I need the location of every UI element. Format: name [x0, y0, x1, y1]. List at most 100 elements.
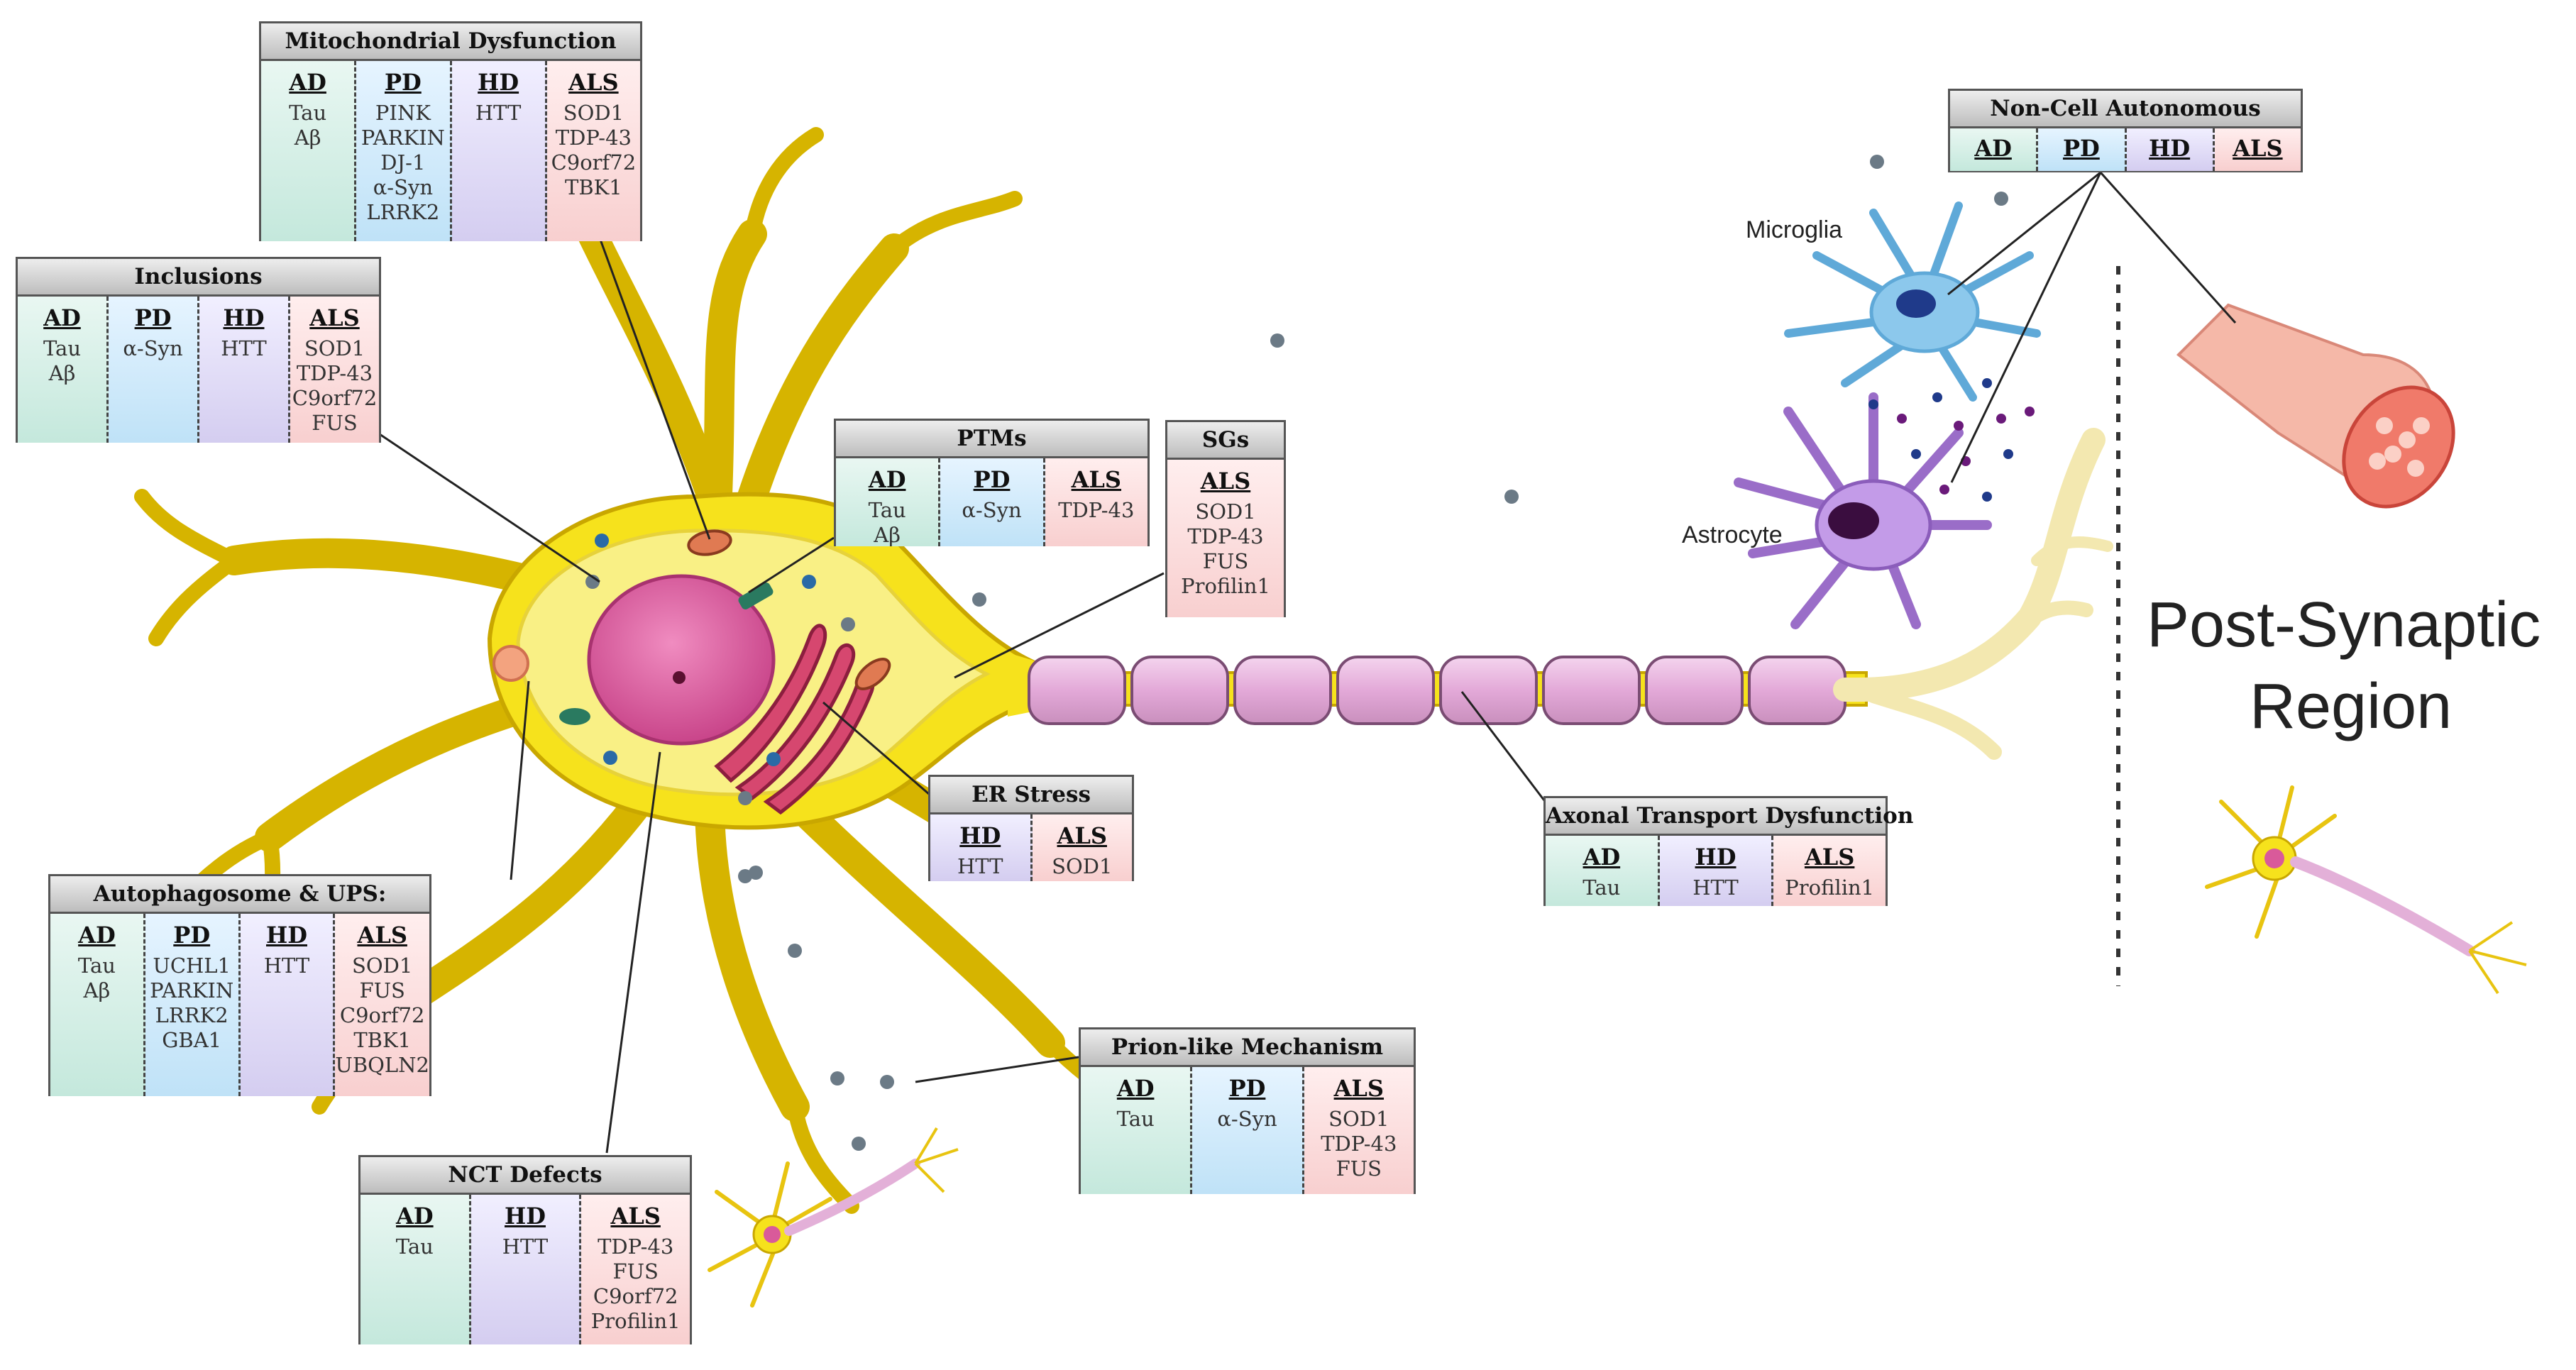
- small-neuron-post-synaptic: [2205, 785, 2527, 995]
- gene-item: FUS: [1202, 549, 1249, 573]
- disease-header: ALS: [309, 304, 360, 331]
- gene-item: TDP-43: [598, 1234, 674, 1259]
- column-als: ALS: [2214, 128, 2301, 171]
- gene-item: LRRK2: [155, 1003, 229, 1027]
- gene-item: HTT: [475, 101, 522, 125]
- gene-item: TDP-43: [555, 126, 632, 150]
- gene-item: HTT: [502, 1234, 549, 1259]
- disease-header: PD: [1228, 1075, 1266, 1102]
- gene-item: TDP-43: [296, 361, 373, 385]
- disease-header: ALS: [1200, 468, 1251, 495]
- gene-item: UCHL1: [153, 954, 231, 978]
- gene-item: Tau: [289, 101, 327, 125]
- gene-item: HTT: [1692, 875, 1739, 900]
- disease-header: AD: [396, 1203, 434, 1230]
- leader-lines: [379, 171, 2237, 1154]
- gene-item: Profilin1: [1181, 574, 1270, 598]
- gene-item: PARKIN: [360, 126, 445, 150]
- gene-item: SOD1: [1195, 499, 1256, 524]
- column-ad: AD Tau: [1081, 1067, 1193, 1194]
- disease-header: AD: [1583, 844, 1621, 871]
- gene-item: SOD1: [563, 101, 624, 125]
- astrocyte-label: Astrocyte: [1682, 521, 1783, 548]
- column-ad: AD Tau: [1546, 836, 1660, 906]
- gene-item: LRRK2: [366, 200, 440, 224]
- organelles: [492, 529, 891, 766]
- gene-item: SOD1: [304, 336, 365, 360]
- protein-aggregates: [585, 155, 2008, 1151]
- small-neuron-nct: [708, 1127, 959, 1308]
- gene-item: UBQLN2: [335, 1053, 430, 1077]
- gene-item: Profilin1: [590, 1309, 681, 1333]
- gene-item: TDP-43: [1058, 498, 1135, 522]
- disease-header: ALS: [1804, 844, 1855, 871]
- column-hd: HD HTT: [470, 1195, 582, 1344]
- gene-item: Aβ: [874, 523, 901, 547]
- disease-header: ALS: [1071, 466, 1122, 493]
- gene-item: Tau: [1583, 875, 1621, 900]
- column-hd: HD: [2126, 128, 2215, 171]
- gene-item: TBK1: [353, 1028, 412, 1052]
- column-pd: PD α-Syn: [1192, 1067, 1304, 1194]
- box-title: Prion-like Mechanism: [1081, 1029, 1414, 1067]
- gene-item: α-Syn: [1217, 1107, 1277, 1131]
- gene-item: Tau: [868, 498, 906, 522]
- box-title: ER Stress: [930, 777, 1132, 814]
- box-title: Non-Cell Autonomous: [1950, 91, 2301, 128]
- axon-terminals: [1833, 428, 2113, 760]
- box-title: NCT Defects: [360, 1157, 690, 1195]
- gene-item: Aβ: [294, 126, 321, 150]
- box-title: PTMs: [836, 421, 1147, 458]
- gene-item: FUS: [1336, 1156, 1382, 1181]
- disease-header: ALS: [610, 1203, 661, 1230]
- disease-header: PD: [384, 69, 422, 96]
- disease-header: PD: [134, 304, 172, 331]
- myelin-sheaths: [1028, 656, 1846, 725]
- gene-item: FUS: [359, 978, 405, 1002]
- gene-item: FUS: [312, 411, 358, 435]
- gene-item: α-Syn: [123, 336, 183, 360]
- gene-item: SOD1: [1328, 1107, 1389, 1131]
- disease-header: HD: [223, 304, 265, 331]
- gene-item: HTT: [263, 954, 310, 978]
- gene-item: Aβ: [83, 978, 111, 1002]
- disease-header: AD: [43, 304, 81, 331]
- disease-header: HD: [505, 1203, 546, 1230]
- gene-item: C9orf72: [551, 150, 637, 175]
- gene-item: Tau: [1116, 1107, 1155, 1131]
- disease-header: PD: [2062, 135, 2100, 162]
- disease-header: ALS: [568, 69, 619, 96]
- gene-item: C9orf72: [292, 386, 378, 410]
- gene-item: Aβ: [48, 361, 76, 385]
- gene-item: TDP-43: [1187, 524, 1264, 548]
- disease-header: AD: [1116, 1075, 1155, 1102]
- gene-item: FUS: [612, 1259, 659, 1283]
- secreted-factors: [1868, 378, 2035, 502]
- disease-header: AD: [868, 466, 906, 493]
- gene-item: α-Syn: [962, 498, 1022, 522]
- gene-item: PINK: [375, 101, 431, 125]
